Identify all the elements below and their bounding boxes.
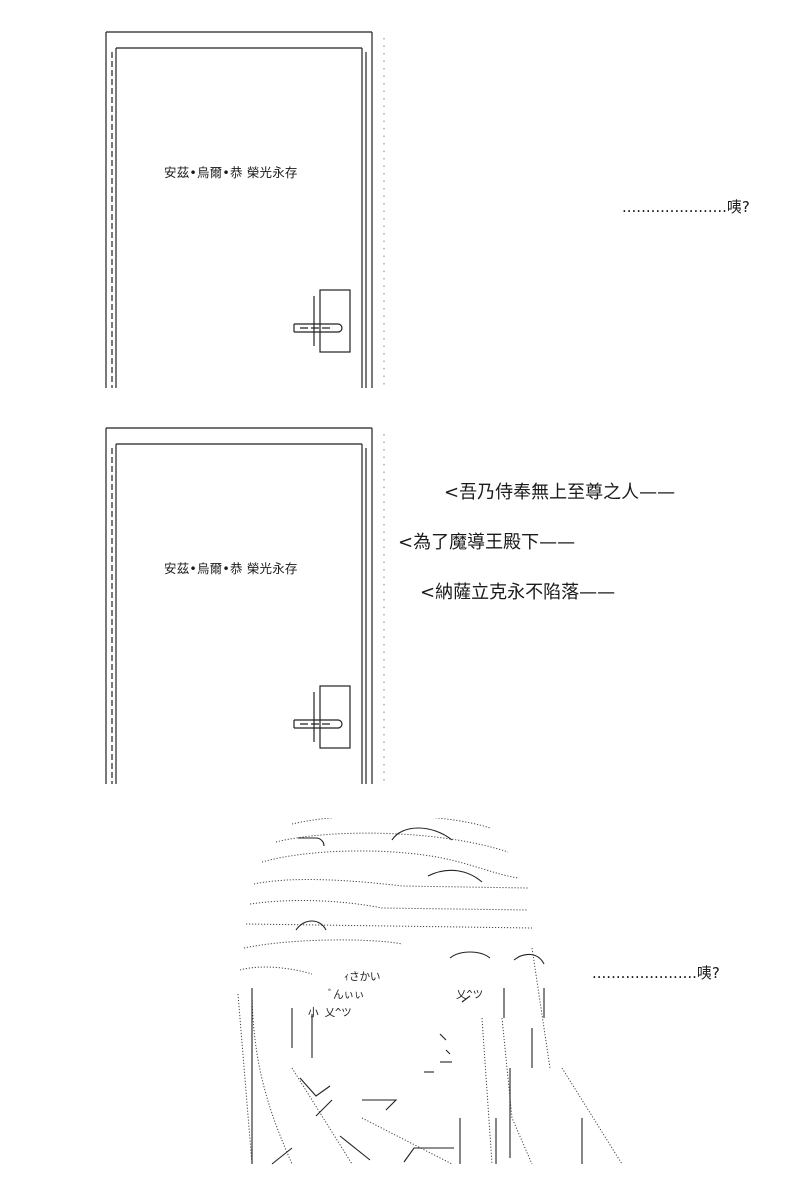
character-bangs-text: ｨさかい (344, 971, 381, 983)
character-left-eye-text: 小 乂^ツ (308, 1007, 352, 1019)
door-panel-top: 安茲•烏爾•恭 榮光永存 (96, 28, 396, 398)
door-icon (105, 427, 385, 784)
dialogue-line-3: <納薩立克永不陷落—— (420, 582, 616, 603)
dialogue-line-2: <為了魔導王殿下—— (398, 532, 576, 553)
reaction-text-character: ......................咦? (592, 964, 720, 982)
door-nameplate: 安茲•烏爾•恭 榮光永存 (164, 165, 298, 180)
door-handle-icon (293, 685, 351, 749)
door-panel-bottom: 安茲•烏爾•恭 榮光永存 (96, 424, 396, 794)
reaction-text-top: ......................咦? (622, 198, 750, 216)
door-nameplate: 安茲•烏爾•恭 榮光永存 (164, 561, 298, 576)
door-icon (105, 31, 385, 388)
character-right-eye-text: 乂^ツ (456, 989, 483, 1001)
door-handle-icon (293, 289, 351, 353)
dialogue-line-1: <吾乃侍奉無上至尊之人—— (444, 482, 676, 503)
character-brows-text: ﾞんぃぃ (328, 989, 365, 1001)
